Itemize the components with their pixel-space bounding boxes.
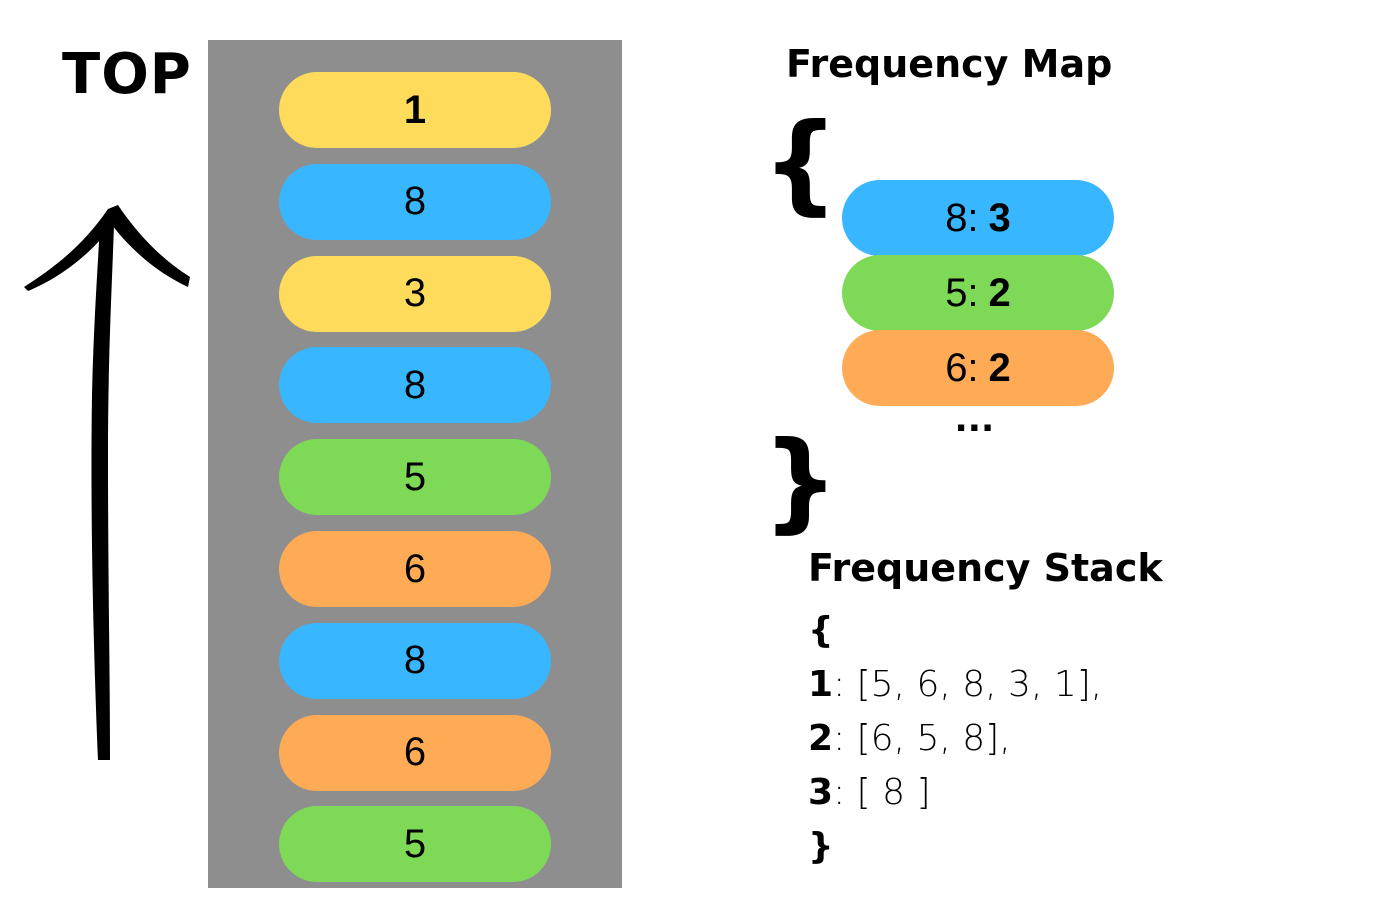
stack-item: 5 bbox=[279, 439, 551, 516]
stack-item: 6 bbox=[279, 531, 551, 607]
entry-count: 2 bbox=[988, 345, 1011, 390]
stack-item: 5 bbox=[279, 806, 551, 883]
entry-key: 8: bbox=[945, 195, 979, 240]
frequency-list: : [6, 5, 8], bbox=[833, 718, 1011, 759]
top-label: TOP bbox=[62, 42, 192, 107]
frequency-map-entry: 6:2 bbox=[842, 330, 1114, 406]
frequency-map-title: Frequency Map bbox=[786, 42, 1113, 86]
stack-item: 1 bbox=[279, 72, 551, 148]
frequency-map-entry: 5:2 bbox=[842, 255, 1114, 331]
up-arrow-icon bbox=[24, 205, 190, 760]
frequency-stack-close-brace: } bbox=[808, 826, 834, 867]
frequency-list: : [5, 6, 8, 3, 1], bbox=[833, 664, 1103, 705]
stack-item: 3 bbox=[279, 255, 551, 332]
frequency-stack-open-brace: { bbox=[808, 610, 834, 651]
frequency-stack-row: 2: [6, 5, 8], bbox=[808, 718, 1011, 759]
frequency-level: 1 bbox=[808, 664, 834, 705]
entry-key: 5: bbox=[945, 270, 979, 315]
frequency-level: 3 bbox=[808, 772, 834, 813]
frequency-level: 2 bbox=[808, 718, 834, 759]
frequency-stack-row: 1: [5, 6, 8, 3, 1], bbox=[808, 664, 1102, 705]
frequency-map-close-brace: } bbox=[762, 419, 839, 544]
stack-item: 8 bbox=[279, 622, 551, 699]
frequency-map-entry: 8:3 bbox=[842, 180, 1114, 256]
stack-item: 8 bbox=[279, 163, 551, 240]
entry-key: 6: bbox=[945, 345, 979, 390]
entry-count: 3 bbox=[988, 195, 1011, 240]
stack-item: 8 bbox=[279, 347, 551, 424]
frequency-map-open-brace: { bbox=[762, 101, 839, 226]
frequency-list: : [ 8 ] bbox=[833, 772, 931, 813]
stack-item: 6 bbox=[279, 714, 551, 791]
entry-count: 2 bbox=[988, 270, 1011, 315]
frequency-stack-title: Frequency Stack bbox=[808, 546, 1163, 590]
stack-panel: 1 8 3 8 5 6 8 6 5 bbox=[208, 40, 622, 888]
frequency-stack-row: 3: [ 8 ] bbox=[808, 772, 931, 813]
